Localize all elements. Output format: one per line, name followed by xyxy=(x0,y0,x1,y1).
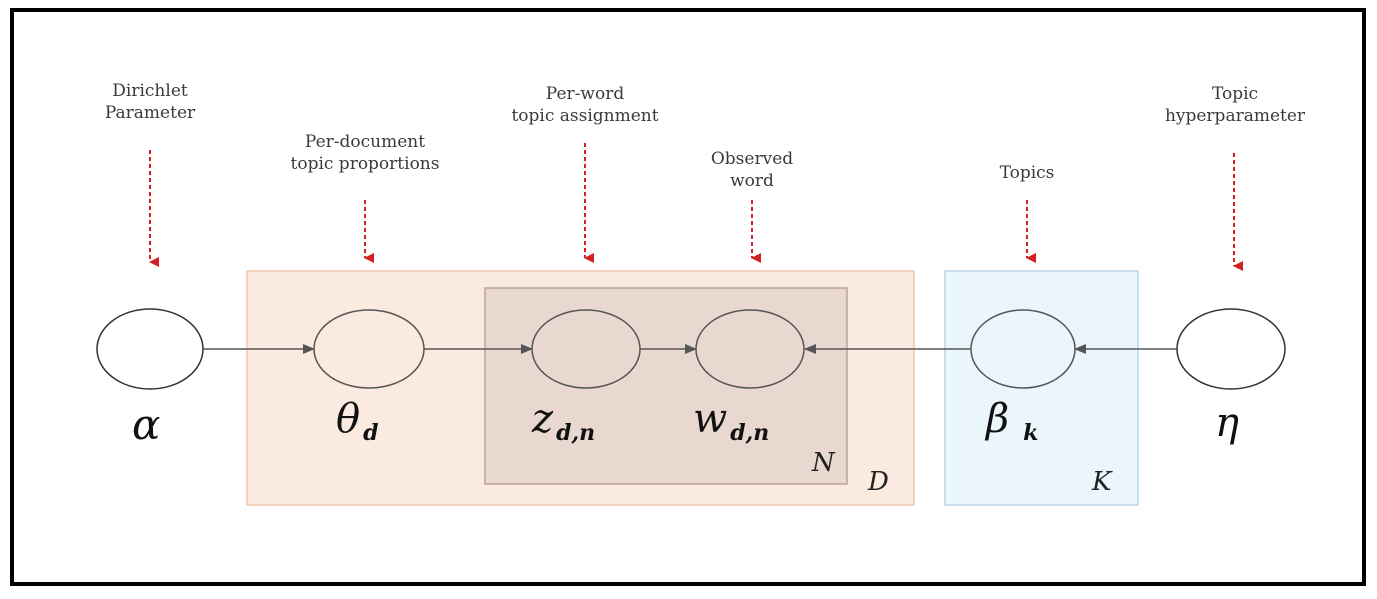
plate-topics xyxy=(944,270,1139,506)
symbol-alpha: α xyxy=(132,400,160,449)
caption-line: Per-word xyxy=(545,84,625,104)
symbol-subscript: d,n xyxy=(730,420,770,446)
caption-line: Per-document xyxy=(304,132,426,152)
symbol-main: z xyxy=(532,396,554,442)
caption-topic-hyper: Topic hyperparameter xyxy=(1160,83,1310,127)
caption-per-document: Per-document topic proportions xyxy=(265,131,465,175)
node-beta xyxy=(970,309,1076,389)
symbol-eta: η xyxy=(1215,400,1239,446)
outer-frame xyxy=(10,8,1366,586)
caption-line: Topics xyxy=(999,163,1055,183)
node-theta xyxy=(313,309,425,389)
plate-label-d: D xyxy=(868,467,889,497)
caption-line: Topic xyxy=(1211,84,1259,104)
caption-line: Parameter xyxy=(104,103,196,123)
symbol-subscript: k xyxy=(1023,420,1039,446)
caption-line: Observed xyxy=(710,149,794,169)
node-eta xyxy=(1176,308,1286,390)
caption-line: word xyxy=(730,171,774,191)
node-w xyxy=(695,309,805,389)
symbol-main: η xyxy=(1215,400,1239,446)
symbol-main: α xyxy=(132,400,161,449)
symbol-main: β xyxy=(986,396,1010,442)
caption-line: Dirichlet xyxy=(112,81,188,101)
symbol-main: w xyxy=(693,396,728,442)
caption-observed: Observed word xyxy=(682,148,822,192)
symbol-main: θ xyxy=(336,396,361,442)
caption-dirichlet: Dirichlet Parameter xyxy=(90,80,210,124)
caption-line: hyperparameter xyxy=(1164,106,1306,126)
caption-line: topic assignment xyxy=(511,106,659,126)
symbol-subscript: d,n xyxy=(556,420,596,446)
plate-words xyxy=(484,287,848,485)
caption-topics: Topics xyxy=(967,162,1087,184)
plate-label-n: N xyxy=(812,448,835,478)
caption-per-word: Per-word topic assignment xyxy=(495,83,675,127)
caption-line: topic proportions xyxy=(290,154,440,174)
node-z xyxy=(531,309,641,389)
plate-label-k: K xyxy=(1092,467,1112,497)
symbol-subscript: d xyxy=(363,420,379,446)
node-alpha xyxy=(96,308,204,390)
